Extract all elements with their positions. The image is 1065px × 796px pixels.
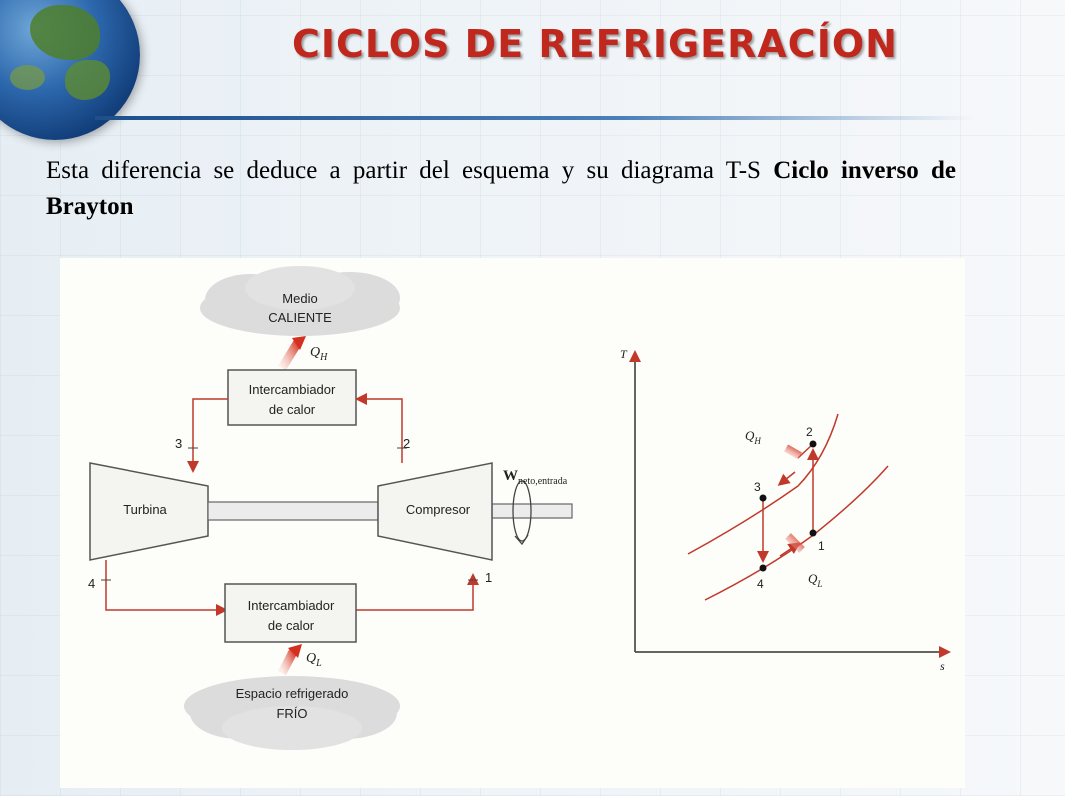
state-1-label: 1 [485, 570, 492, 585]
ts-state-2-label: 2 [806, 425, 813, 439]
cold-space-label-2: FRÍO [276, 706, 307, 721]
turbine-label: Turbina [123, 502, 167, 517]
ts-point-1 [809, 529, 817, 537]
hot-medium-cloud [200, 266, 400, 336]
ts-y-axis-label: T [620, 347, 628, 361]
cold-space-label-1: Espacio refrigerado [236, 686, 349, 701]
ql-label: QL [306, 651, 322, 669]
qh-heat-arrow [278, 339, 302, 371]
flow-hx-to-1 [356, 573, 479, 611]
body-text-bold: Ciclo inverso de Brayton [46, 157, 956, 220]
shaft-extension [491, 503, 573, 519]
slide-title: CICLOS DE REFRIGERACÍON [292, 22, 898, 66]
ts-qh-heat-arrow [784, 444, 802, 460]
flow-hx-to-3 [187, 398, 228, 473]
title-underline [95, 116, 975, 120]
work-label: Wneto,entrada [503, 468, 568, 487]
qh-label: QH [310, 345, 328, 363]
state-4-label: 4 [88, 576, 95, 591]
flow-4-to-hx [105, 560, 228, 616]
flow-2-to-hx [355, 393, 403, 463]
ts-x-axis-label: s [940, 659, 945, 673]
state-2-label: 2 [403, 436, 410, 451]
ts-qh-label: QH [745, 428, 761, 446]
globe-logo-icon [0, 0, 140, 140]
body-text-normal: Esta diferencia se deduce a partir del e… [46, 157, 774, 184]
ts-ql-heat-arrow [785, 533, 805, 553]
state-3-label: 3 [175, 436, 182, 451]
hot-medium-label-1: Medio [282, 291, 317, 306]
ql-arrowhead [288, 644, 302, 658]
turbine-shape [89, 462, 209, 561]
ts-ql-label: QL [808, 571, 822, 589]
hx-top-label-2: de calor [269, 402, 316, 417]
hx-bottom-box [224, 583, 357, 643]
ts-point-3 [759, 494, 767, 502]
shaft [207, 501, 379, 521]
hx-top-label-1: Intercambiador [249, 382, 336, 397]
ts-state-3-label: 3 [754, 480, 761, 494]
figure-svg: Medio CALIENTE QH Intercambiador de calo… [88, 266, 951, 750]
ts-point-4 [759, 564, 767, 572]
body-paragraph: Esta diferencia se deduce a partir del e… [46, 153, 956, 225]
compressor-label: Compresor [406, 502, 471, 517]
brayton-figure: Medio CALIENTE QH Intercambiador de calo… [60, 258, 965, 788]
ql-heat-arrow [278, 647, 298, 676]
work-rotation-icon [512, 480, 532, 542]
compressor-shape [377, 462, 493, 561]
hx-top-box [227, 369, 357, 426]
cold-space-cloud [184, 676, 400, 750]
hx-bottom-label-2: de calor [268, 618, 315, 633]
high-pressure-isobar [687, 413, 839, 555]
ts-state-1-label: 1 [818, 539, 825, 553]
ts-point-2 [809, 440, 817, 448]
hot-medium-label-2: CALIENTE [268, 310, 332, 325]
hx-bottom-label-1: Intercambiador [248, 598, 335, 613]
low-pressure-isobar [704, 465, 889, 601]
ts-state-4-label: 4 [757, 577, 764, 591]
process-2-3-arrow [777, 471, 796, 486]
qh-arrowhead [292, 336, 306, 350]
